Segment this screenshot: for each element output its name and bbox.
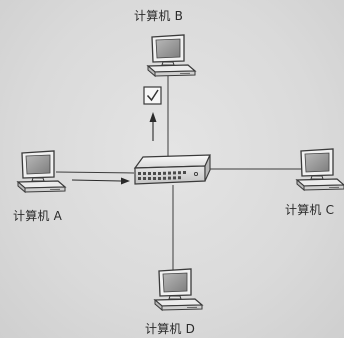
arrow-right-icon [71,177,130,185]
link-computer-a [55,171,135,174]
computer-d-icon [154,268,203,311]
checkbox-check-icon [143,86,162,105]
computer-a-icon [17,150,66,193]
computer-c-icon [296,148,344,191]
computer-d-label: 计算机 D [145,322,196,336]
network-switch-icon [133,154,211,185]
computer-a-label: 计算机 A [13,209,63,223]
arrow-up-icon [149,112,157,141]
computer-b-label: 计算机 B [134,9,184,23]
computer-b-icon [147,34,196,77]
computer-c-label: 计算机 C [285,203,335,217]
link-lines [55,73,302,272]
